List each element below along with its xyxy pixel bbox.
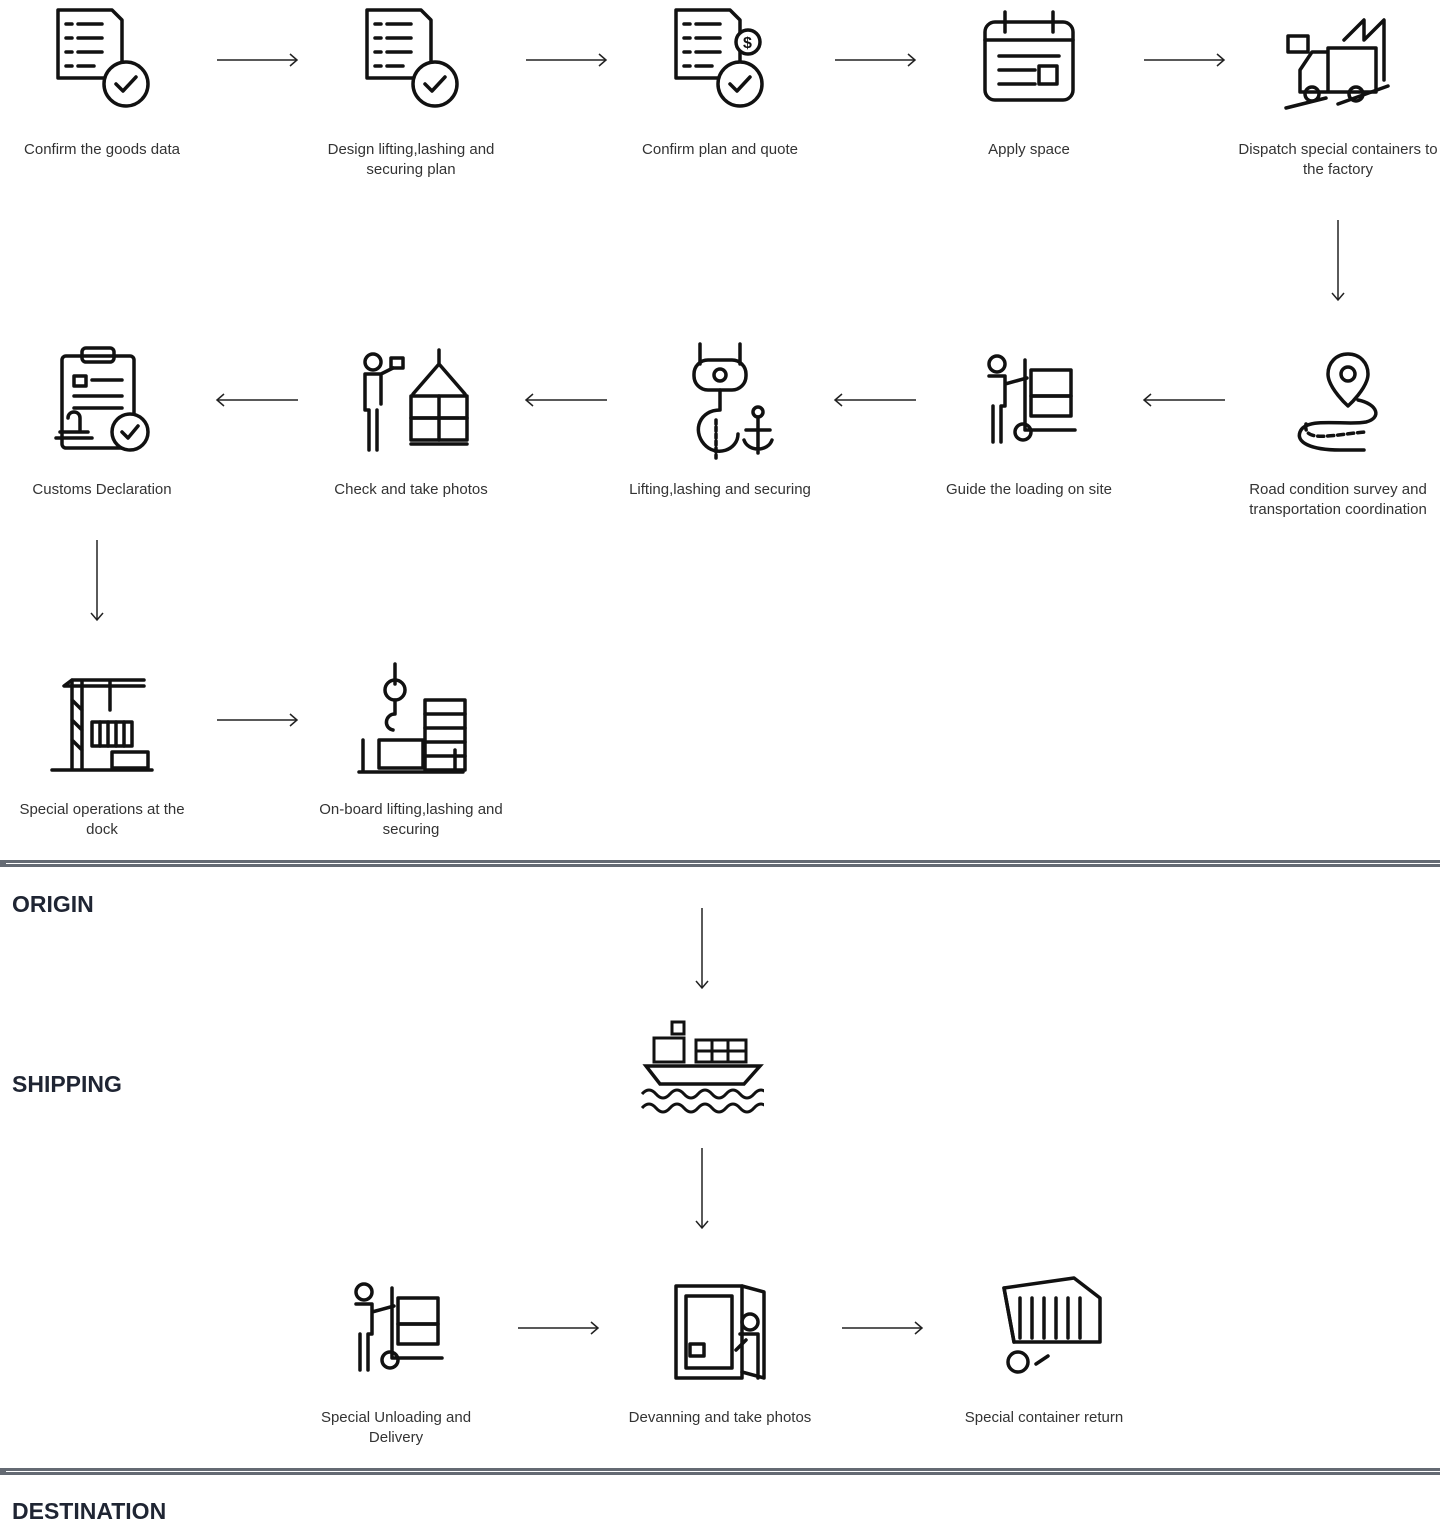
truck-factory-icon xyxy=(1284,18,1390,110)
dock-crane-icon xyxy=(50,678,154,772)
step-label: Customs Declaration xyxy=(32,481,172,498)
step-confirm-plan-quote: $ Confirm plan and quote xyxy=(610,0,830,160)
document-rope-check-icon xyxy=(365,8,459,108)
step-special-unloading: Special Unloading and Delivery xyxy=(286,1268,506,1448)
cargo-ship-icon xyxy=(640,1020,764,1114)
document-check-icon xyxy=(56,8,150,108)
step-label: Special Unloading and Delivery xyxy=(320,1409,472,1446)
step-apply-space: Apply space xyxy=(919,0,1139,160)
arrow-down xyxy=(90,540,104,622)
onboard-hook-containers-icon xyxy=(357,662,467,774)
arrow-right xyxy=(835,53,917,67)
arrow-down xyxy=(1331,220,1345,302)
step-customs-declaration: Customs Declaration xyxy=(0,340,212,500)
step-label: Special container return xyxy=(964,1409,1124,1426)
arrow-right xyxy=(518,1321,600,1335)
step-container-return: Special container return xyxy=(934,1268,1154,1428)
section-shipping-label: SHIPPING xyxy=(12,1071,122,1097)
step-devanning: Devanning and take photos xyxy=(610,1268,830,1428)
step-road-survey: Road condition survey and transportation… xyxy=(1228,340,1440,520)
forklift-worker-icon xyxy=(987,354,1077,444)
step-label: On-board lifting,lashing and securing xyxy=(319,801,503,838)
photographer-cargo-icon xyxy=(363,348,469,452)
container-recycle-icon xyxy=(1002,1276,1102,1374)
step-label: Confirm the goods data xyxy=(24,141,180,158)
step-confirm-goods-data: Confirm the goods data xyxy=(0,0,212,160)
arrow-left xyxy=(833,393,916,407)
arrow-left xyxy=(215,393,298,407)
arrow-right xyxy=(526,53,608,67)
calendar-icon xyxy=(983,10,1075,102)
step-label: Devanning and take photos xyxy=(628,1409,812,1426)
arrow-left xyxy=(524,393,607,407)
svg-text:$: $ xyxy=(743,35,752,52)
step-dispatch-containers: Dispatch special containers to the facto… xyxy=(1228,0,1440,180)
origin-divider xyxy=(0,860,1440,867)
arrow-right xyxy=(842,1321,924,1335)
step-design-plan: Design lifting,lashing and securing plan xyxy=(301,0,521,180)
step-label: Road condition survey and transportation… xyxy=(1249,481,1427,518)
arrow-down xyxy=(695,908,709,990)
step-label: Confirm plan and quote xyxy=(642,141,798,158)
step-label: Lifting,lashing and securing xyxy=(629,481,811,498)
document-dollar-check-icon: $ xyxy=(674,8,764,108)
step-lifting-lashing: Lifting,lashing and securing xyxy=(610,340,830,500)
destination-divider xyxy=(0,1468,1440,1475)
step-label: Special operations at the dock xyxy=(19,801,185,838)
clipboard-stamp-icon xyxy=(54,346,150,452)
step-onboard-lifting: On-board lifting,lashing and securing xyxy=(301,660,521,840)
step-dock-operations: Special operations at the dock xyxy=(0,660,212,840)
step-check-photos: Check and take photos xyxy=(301,340,521,500)
step-label: Design lifting,lashing and securing plan xyxy=(327,141,495,178)
forklift-unloading-icon xyxy=(354,1282,444,1372)
step-guide-loading: Guide the loading on site xyxy=(919,340,1139,500)
step-label: Dispatch special containers to the facto… xyxy=(1238,141,1438,178)
arrow-right xyxy=(1144,53,1226,67)
container-devanning-icon xyxy=(674,1284,766,1380)
section-destination-label: DESTINATION xyxy=(12,1498,167,1524)
arrow-left xyxy=(1142,393,1225,407)
arrow-down xyxy=(695,1148,709,1230)
arrow-right xyxy=(217,53,299,67)
road-map-pin-icon xyxy=(1297,352,1378,452)
step-label: Guide the loading on site xyxy=(946,481,1112,498)
section-origin-label: ORIGIN xyxy=(12,891,94,917)
crane-hook-anchor-icon xyxy=(692,342,774,460)
step-label: Check and take photos xyxy=(334,481,488,498)
arrow-right xyxy=(217,713,299,727)
step-label: Apply space xyxy=(988,141,1070,158)
